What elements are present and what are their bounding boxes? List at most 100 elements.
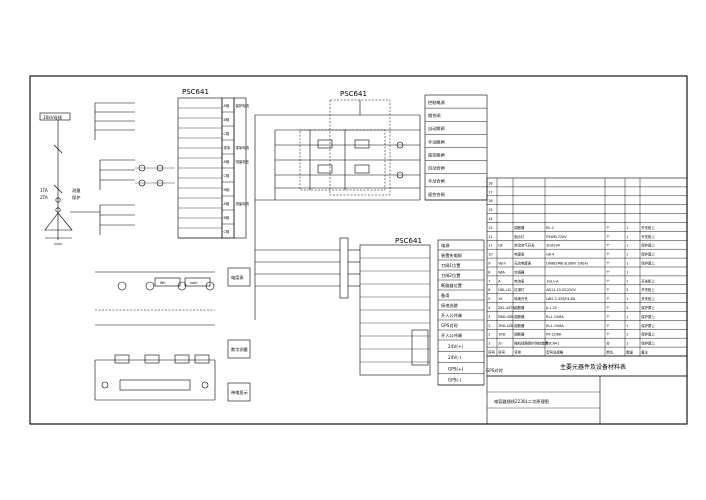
bom-cell: 熔断器 bbox=[514, 305, 525, 310]
bom-cell: 个 bbox=[606, 234, 610, 239]
bottom-left-circuit: Wh varh bbox=[94, 271, 216, 401]
protect-row-label: C相 bbox=[224, 229, 230, 234]
relay-label-top-left: PSC641 bbox=[182, 88, 209, 96]
bom-cell: 1 bbox=[626, 226, 628, 230]
ta1-sub: 测量 bbox=[72, 187, 80, 194]
bom-cell: 1 bbox=[626, 324, 628, 328]
bom-cell: P2WM 220V bbox=[546, 235, 567, 239]
bom-cell: PSC641 bbox=[546, 342, 559, 346]
bom-cell: 个 bbox=[606, 296, 610, 301]
protect-column: A相保护电流B相C相零序零序电流A相测量电压C相N相A相测量电流B相C相 bbox=[221, 97, 250, 239]
protect-row-label: A相 bbox=[224, 103, 230, 108]
power-panel: 电源装置失电报刀闸1位置刀闸2位置断路器位置备用接地选跳开入公共端GPS对时开入… bbox=[437, 239, 504, 386]
title-block: 电容器馈线2230L二次原理图 bbox=[494, 398, 549, 405]
power-row-label: GPS对时 bbox=[441, 322, 459, 328]
bom-header-cell: 序号 bbox=[488, 350, 495, 355]
protect-row-label: 零序 bbox=[224, 145, 231, 150]
relay-label-top-center: PSC641 bbox=[340, 90, 367, 98]
incoming-feeder: 10kV母线 1TA 2TA 测量 保护 bbox=[39, 112, 80, 245]
control-row-label: 跳合闸 bbox=[428, 112, 441, 119]
bom-header-cell: 备注 bbox=[641, 350, 648, 355]
bom-cell: 个 bbox=[606, 243, 610, 248]
bom-cell: ZK1-4ZTA bbox=[498, 306, 515, 310]
bom-header-cell: 型号及规格 bbox=[546, 350, 564, 355]
bom-cell: RL1-15/6A bbox=[546, 315, 564, 319]
protect-col-label: 保护电流 bbox=[236, 103, 250, 108]
bom-cell: RL-2 bbox=[546, 226, 554, 230]
source-label: 10kV母线 bbox=[43, 114, 63, 121]
side-box-0: 电度表 bbox=[231, 274, 244, 281]
bom-cell: 熔断器 bbox=[514, 314, 525, 319]
bom-cell: 熔断器 bbox=[514, 323, 525, 328]
bom-cell: 1 bbox=[626, 253, 628, 257]
bom-cell: 转换开关 bbox=[514, 296, 528, 301]
bom-cell: 1 bbox=[626, 342, 628, 346]
bom-cell: 个 bbox=[606, 225, 610, 230]
protect-row-label: N相 bbox=[224, 187, 231, 192]
protect-row-label: A相 bbox=[224, 201, 230, 206]
power-row-label: 刀闸1位置 bbox=[441, 262, 460, 269]
bom-cell: HDL,LD bbox=[498, 288, 511, 292]
bom-cell: 保护屏上 bbox=[641, 341, 655, 346]
bom-cell: 开关柜上 bbox=[641, 296, 655, 301]
bom-cell: 个 bbox=[606, 252, 610, 257]
side-boxes: 电度表 数字测量 带电显示 bbox=[227, 267, 251, 402]
bom-cell: JL1-25 bbox=[545, 306, 557, 310]
bom-header-cell: 单位 bbox=[606, 350, 613, 355]
side-box-2: 带电显示 bbox=[231, 389, 248, 396]
bom-cell: 1K bbox=[498, 297, 503, 301]
power-row-label: 开入公共端 bbox=[441, 312, 462, 319]
bom-cell: 1RD bbox=[498, 333, 506, 337]
bom-cell: 保护屏上 bbox=[641, 332, 655, 337]
bom-cell: 2 bbox=[488, 324, 490, 328]
power-row-label: 刀闸2位置 bbox=[441, 272, 460, 279]
bom-cell: 17 bbox=[488, 190, 492, 194]
bom-cell: 保护屏上 bbox=[641, 261, 655, 266]
bom-cell: Varh bbox=[498, 262, 506, 266]
meter-varh: varh bbox=[190, 281, 198, 285]
gps-label: GPS对时 bbox=[486, 367, 504, 373]
control-row-label: 手动跳闸 bbox=[428, 138, 445, 145]
bom-cell: QF bbox=[498, 244, 503, 248]
bom-cell: 个 bbox=[606, 332, 610, 337]
relay-label-bottom-center: PSC641 bbox=[395, 237, 422, 245]
bom-cell: 3GX204 bbox=[546, 244, 560, 248]
bom-cell: 1 bbox=[626, 333, 628, 337]
bom-header-cell: 数量 bbox=[626, 350, 633, 355]
bom-cell: DX862MB-3(380V 3(6)A) bbox=[546, 262, 589, 266]
power-row-label: 接地选跳 bbox=[441, 302, 459, 309]
control-row-label: 自动跳闸 bbox=[428, 125, 445, 132]
side-box-1: 数字测量 bbox=[231, 346, 248, 353]
meter-wh: Wh bbox=[160, 281, 166, 285]
bom-cell: 11 bbox=[488, 244, 492, 248]
bom-cell: 个 bbox=[606, 314, 610, 319]
protect-row-label: B相 bbox=[224, 117, 230, 122]
control-row-label: 控制电源 bbox=[428, 99, 446, 106]
power-row-label: 装置失电报 bbox=[441, 252, 463, 259]
bom-cell: 1 bbox=[626, 262, 628, 266]
protect-col-label: 零序电流 bbox=[236, 145, 250, 150]
bom-cell: RBD-4ZB bbox=[498, 315, 514, 319]
bom-cell: 8 bbox=[488, 270, 490, 274]
power-extra-label: GPS(+) bbox=[448, 366, 464, 371]
power-row-label: 开入公共端 bbox=[441, 332, 462, 339]
bom-cell: 1 bbox=[488, 342, 490, 346]
bom-cell: 5 bbox=[488, 297, 490, 301]
bom-cell: 1 bbox=[626, 279, 628, 283]
bom-cell: AD11-25 DC220V bbox=[546, 288, 576, 292]
bom-cell: 1GL1-A bbox=[546, 279, 559, 283]
protect-row-label: A相 bbox=[224, 159, 230, 164]
bom-cell: 个 bbox=[606, 269, 610, 274]
bom-cell: 15 bbox=[488, 208, 492, 212]
bom-cell: 保护屏上 bbox=[641, 252, 655, 257]
bom-cell: 电流表 bbox=[514, 278, 525, 283]
bom-cell: 台 bbox=[606, 341, 610, 346]
bom-cell: 熔断器 bbox=[514, 225, 525, 230]
bom-cell: 13 bbox=[488, 226, 492, 230]
bom-cell: RT-15/6A bbox=[546, 333, 562, 337]
bom-cell: GK-4 bbox=[546, 253, 554, 257]
bom-cell: 个 bbox=[606, 323, 610, 328]
bom-cell: 熔断器 bbox=[514, 332, 525, 337]
bom-cell: 1 bbox=[626, 297, 628, 301]
